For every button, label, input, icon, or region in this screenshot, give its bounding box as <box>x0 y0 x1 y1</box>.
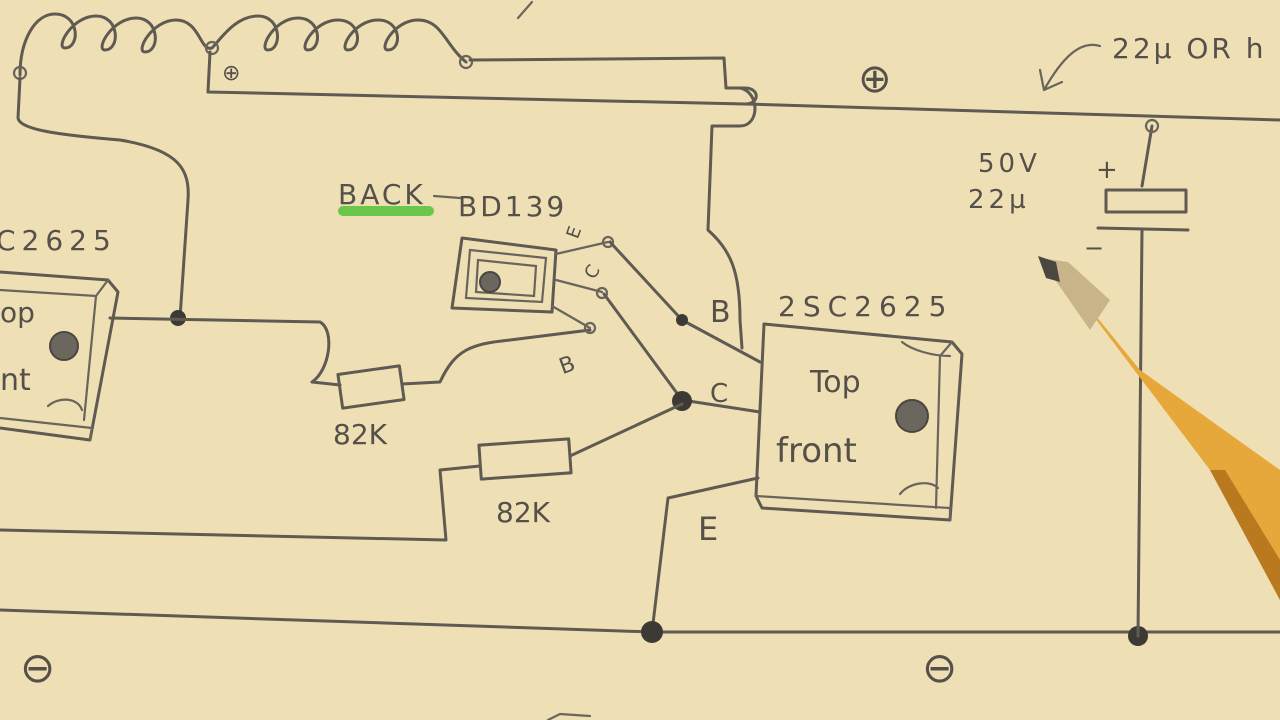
bd139-pin-e-label: E <box>563 224 587 242</box>
bd139-lead-b <box>550 304 592 330</box>
primary-coil <box>18 12 468 77</box>
left-transistor-part-label: C2625 <box>0 224 117 257</box>
bd139-pin-b-label: B <box>556 351 579 380</box>
bd139-pin-e <box>601 235 615 249</box>
back-arrow <box>432 194 462 200</box>
note-arrow <box>1038 43 1102 92</box>
bd139-lead-e <box>554 240 610 256</box>
left-transistor-top-label: op <box>0 296 35 329</box>
main-pin-e-label: E <box>698 510 718 548</box>
left-transistor: op nt C2625 <box>0 224 120 442</box>
cap-minus-sign: − <box>1084 234 1104 262</box>
wire-emitter <box>650 476 760 634</box>
cap-plus-lead <box>1140 124 1154 188</box>
resistor-2 <box>477 437 573 481</box>
bd139-transistor <box>450 236 558 314</box>
back-highlight <box>338 206 434 216</box>
wire-r1-to-b <box>400 328 592 386</box>
main-transistor: Top front <box>754 322 964 522</box>
wire-r2-left <box>0 464 482 542</box>
cap-value-label: 22µ <box>968 185 1030 215</box>
bd139-pin-c <box>595 286 609 300</box>
bd139-lead-c <box>554 278 604 294</box>
main-transistor-front-label: front <box>776 431 857 471</box>
stray-mark-bottom <box>546 712 592 720</box>
bd139-label: BD139 <box>458 190 567 223</box>
junction-base <box>676 314 688 326</box>
coil-left-lead <box>16 76 190 320</box>
cap-plus-sign: + <box>1096 155 1118 185</box>
back-label: BACK <box>338 178 426 211</box>
capacitor-plate-plus <box>1104 188 1188 214</box>
plus-rail-symbol: ⊕ <box>858 56 892 102</box>
pencil-shadow <box>1210 470 1280 600</box>
resistor-1-label: 82K <box>333 418 388 451</box>
pencil <box>1038 256 1280 600</box>
wire-base-left <box>108 316 342 387</box>
main-transistor-part-label: 2SC2625 <box>778 290 953 323</box>
minus-symbol-left: ⊖ <box>20 643 55 692</box>
left-transistor-hole <box>49 331 79 361</box>
pencil-tip <box>1038 256 1060 282</box>
cap-voltage-label: 50V <box>978 149 1041 179</box>
coil-tap-wire <box>206 50 758 106</box>
bd139-pin-c-label: C <box>580 261 604 282</box>
minus-symbol-right: ⊖ <box>922 643 957 692</box>
coil-terminal-right <box>458 54 474 70</box>
minus-rail <box>0 608 1280 634</box>
cap-minus-lead <box>1136 228 1144 638</box>
main-transistor-hole <box>895 399 929 433</box>
main-pin-b-label: B <box>710 295 731 330</box>
resistor-1 <box>336 364 406 410</box>
wire-r2-to-collector <box>568 402 684 458</box>
main-transistor-top-label: Top <box>809 365 861 400</box>
resistor-2-label: 82K <box>496 496 551 529</box>
stray-mark-top <box>516 0 534 20</box>
cap-note-label: 22µ OR h <box>1112 32 1266 65</box>
bd139-hole <box>479 271 501 293</box>
coil-terminal-middle <box>204 40 220 56</box>
plus-rail <box>743 102 1280 122</box>
main-pin-c-label: C <box>710 379 728 409</box>
coil-terminal-plus: ⊕ <box>222 61 240 86</box>
left-transistor-front-label: nt <box>0 363 31 398</box>
crossover-wire <box>706 86 757 350</box>
wire-e-to-b <box>608 240 762 364</box>
cap-top-terminal <box>1144 118 1160 134</box>
junction-emitter-ground <box>641 621 663 643</box>
bd139-pin-b <box>583 321 597 335</box>
